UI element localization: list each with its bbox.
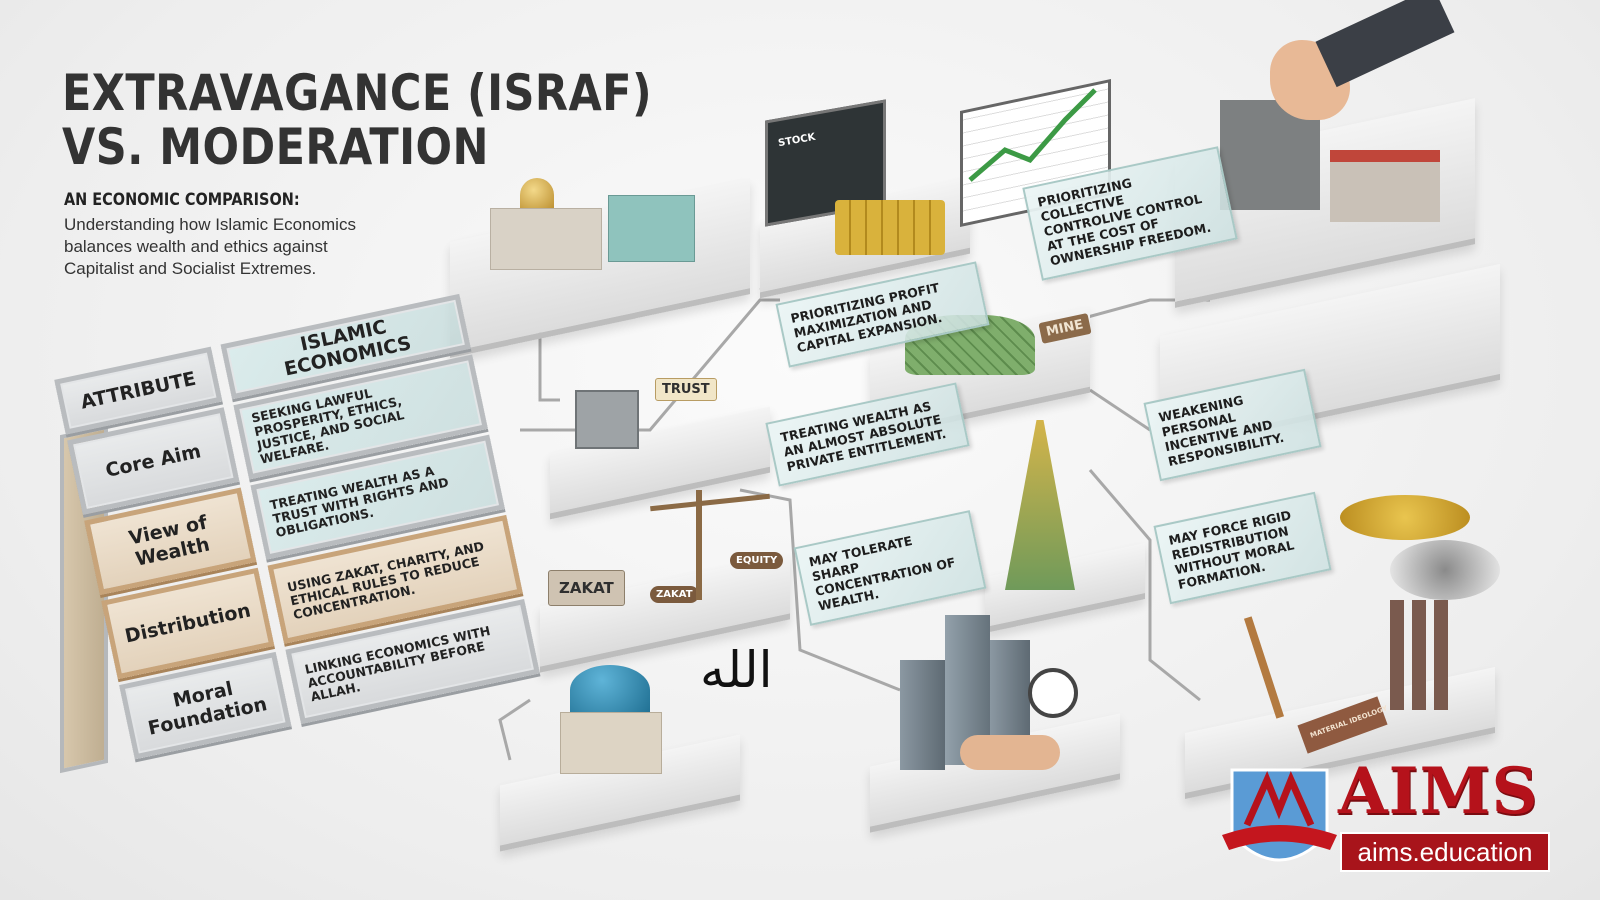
aims-logo-text: AIMS bbox=[1338, 754, 1539, 829]
trust-chest-icon bbox=[575, 390, 639, 449]
mosque-dome-icon bbox=[520, 178, 554, 212]
mosque-building bbox=[490, 208, 602, 270]
coin-stacks-icon bbox=[835, 200, 945, 255]
page-title: EXTRAVAGANCE (ISRAF) VS. MODERATION bbox=[62, 66, 652, 174]
zakat-box: ZAKAT bbox=[548, 570, 625, 606]
subtitle-text: Understanding how Islamic Economics bala… bbox=[64, 215, 356, 278]
equity-tag: EQUITY bbox=[730, 552, 784, 569]
scale-of-justice-icon bbox=[696, 490, 702, 600]
blue-dome-mosque-icon bbox=[570, 665, 650, 715]
zakat-tag: ZAKAT bbox=[650, 586, 699, 603]
houses bbox=[1330, 150, 1440, 222]
smokestacks bbox=[1390, 600, 1450, 710]
growth-arrow-icon bbox=[968, 88, 1097, 182]
trust-scroll: TRUST bbox=[655, 378, 717, 401]
office-building bbox=[608, 195, 695, 262]
smoke bbox=[1390, 540, 1500, 600]
skyscraper bbox=[900, 660, 945, 770]
coin-pile-icon bbox=[1340, 495, 1470, 540]
subheading: AN ECONOMIC COMPARISON: bbox=[64, 190, 300, 210]
mosque-base bbox=[560, 712, 662, 774]
title-line-1: EXTRAVAGANCE (ISRAF) bbox=[62, 64, 653, 122]
aims-url-link[interactable]: aims.education bbox=[1340, 832, 1550, 872]
clock-icon bbox=[1028, 668, 1078, 718]
title-line-2: VS. MODERATION bbox=[62, 118, 489, 176]
aims-shield-logo bbox=[1222, 768, 1337, 862]
allah-calligraphy: الله bbox=[700, 641, 773, 699]
handshake-icon bbox=[960, 735, 1060, 770]
